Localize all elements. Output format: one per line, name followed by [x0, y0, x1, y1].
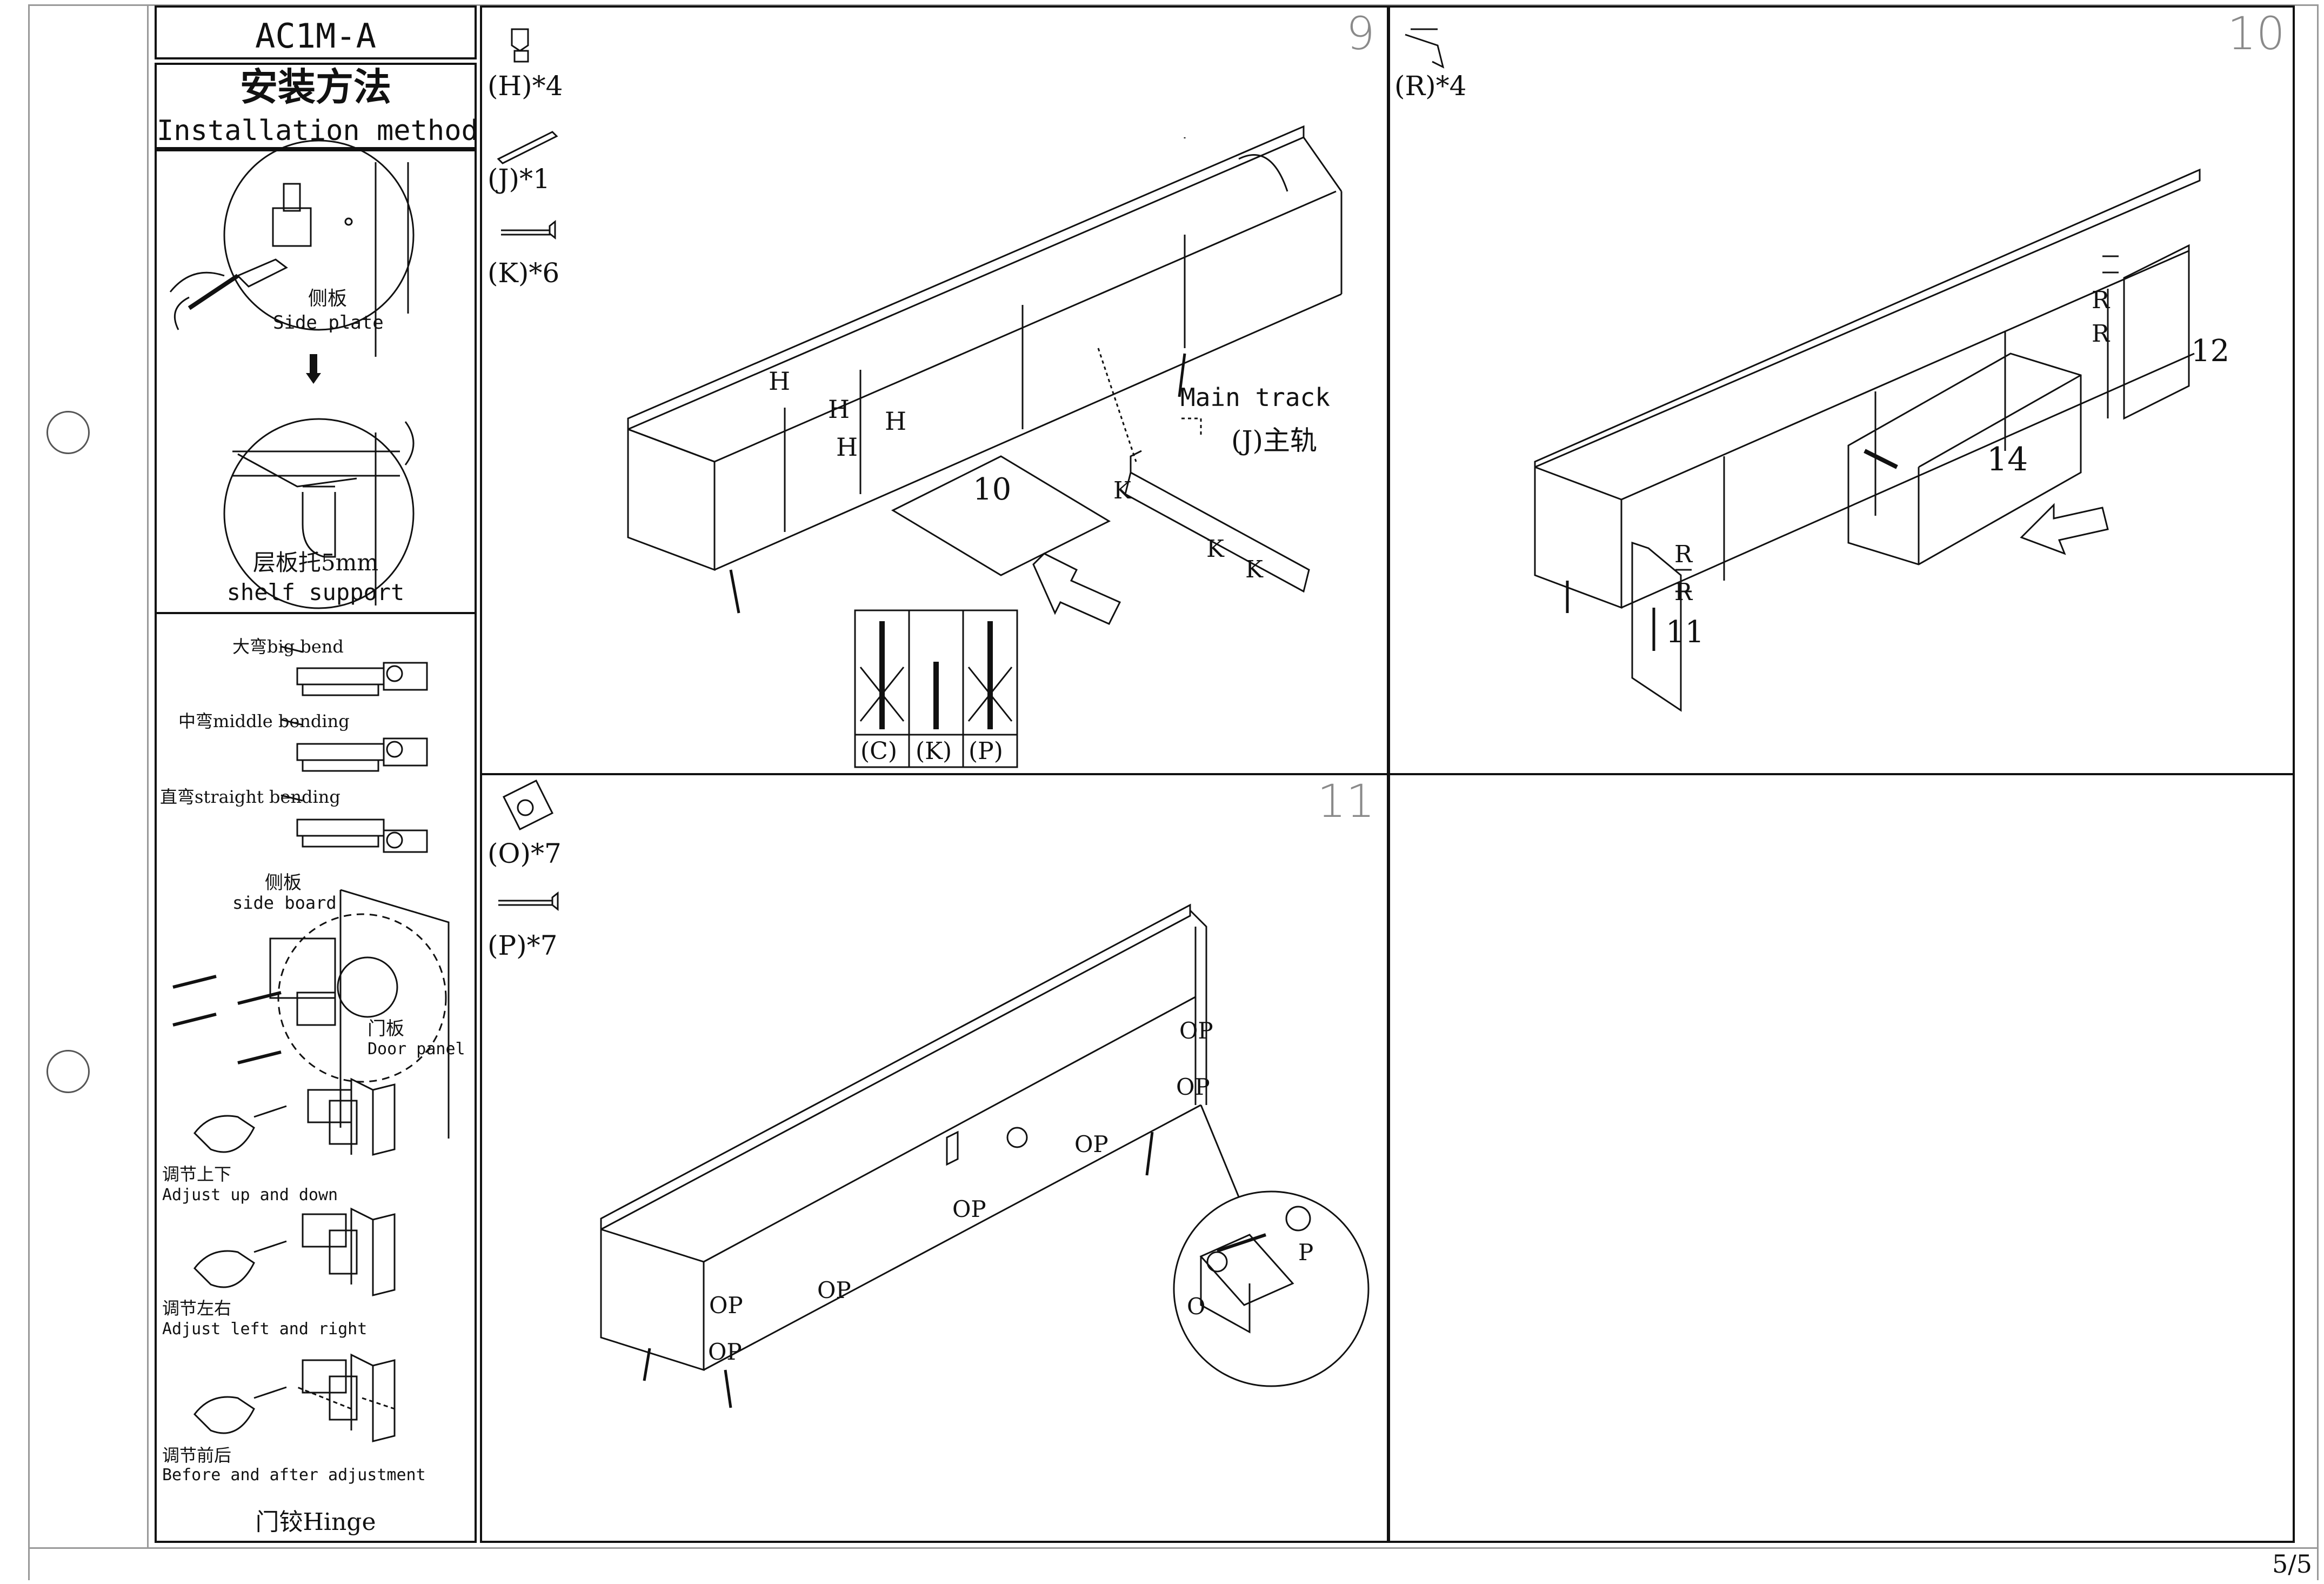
label-op-1: OP: [1179, 1017, 1213, 1044]
label-h-4: H: [836, 432, 858, 462]
model-number: AC1M-A: [255, 16, 376, 56]
screw-p-label: (P): [969, 737, 1003, 765]
hinge-types-illustration: [157, 614, 479, 1545]
label-k-3: K: [1245, 556, 1263, 583]
step-number: 9: [1346, 7, 1375, 60]
page-frame-bottom: [28, 1547, 2319, 1549]
part-j-count: (J)*1: [487, 163, 550, 195]
part-p-count: (P)*7: [487, 930, 558, 961]
label-h-2: H: [828, 395, 850, 424]
adjust-up-down-cn: 调节上下: [162, 1164, 232, 1184]
label-op-2: OP: [1176, 1074, 1210, 1100]
screw-k-label: (K): [916, 737, 952, 765]
step-11-panel: 11 (O)*7 (P)*7 OP OP OP OP OP: [480, 773, 1390, 1543]
empty-panel: [1387, 773, 2295, 1543]
label-h-1: H: [769, 367, 791, 396]
panel-number-10: 10: [973, 472, 1012, 507]
step-11-illustration: [482, 775, 1392, 1545]
side-plate-en: Side plate: [273, 312, 384, 334]
label-k-2: K: [1206, 535, 1224, 563]
hinge-footer: 门铰Hinge: [255, 1508, 376, 1536]
side-board-cn: 侧板: [265, 872, 302, 894]
binder-hole-top: [46, 411, 90, 454]
step-number: 11: [1317, 775, 1375, 828]
binder-hole-bottom: [46, 1050, 90, 1093]
door-number-11: 11: [1666, 615, 1705, 650]
adjust-front-back-cn: 调节前后: [162, 1445, 232, 1466]
label-r-top-2: R: [2092, 320, 2110, 348]
hinge-panel: 大弯big bend 中弯middle bending 直弯straight b…: [155, 612, 477, 1543]
door-number-12: 12: [2191, 334, 2230, 369]
step-10-illustration: [1389, 8, 2297, 777]
straight-bending-label: 直弯straight bending: [160, 787, 340, 807]
adjust-up-down-en: Adjust up and down: [162, 1186, 338, 1204]
label-op-7: OP: [708, 1339, 742, 1365]
door-panel-cn: 门板: [368, 1018, 404, 1040]
part-k-count: (K)*6: [487, 257, 560, 289]
shelf-support-en: shelf support: [226, 579, 405, 605]
label-k-1: K: [1113, 477, 1131, 504]
label-r-bottom-1: R: [1674, 541, 1693, 568]
label-op-6: OP: [709, 1292, 743, 1319]
label-op-4: OP: [952, 1196, 986, 1222]
shelf-support-panel: 侧板 Side plate 层板托5mm shelf support: [155, 149, 477, 614]
label-r-top-1: R: [2092, 287, 2110, 314]
installation-method-box: 安装方法 Installation method: [155, 63, 478, 149]
part-r-count: (R)*4: [1394, 70, 1467, 102]
adjust-left-right-cn: 调节左右: [162, 1298, 232, 1319]
step-10-panel: 10 (R)*4 R R R R 11 12 14: [1387, 5, 2295, 775]
label-op-3: OP: [1074, 1131, 1108, 1157]
adjust-left-right-en: Adjust left and right: [162, 1320, 368, 1339]
adjust-front-back-en: Before and after adjustment: [162, 1466, 426, 1485]
part-o-count: (O)*7: [487, 838, 562, 869]
title-cn: 安装方法: [240, 64, 391, 109]
model-header-box: AC1M-A: [155, 5, 477, 59]
main-track-label: Main track: [1180, 383, 1330, 412]
side-board-en: side board: [232, 893, 337, 913]
step-9-panel: 9 (H)*4 (J)*1 (K)*6: [480, 5, 1390, 775]
binder-margin-line: [147, 4, 149, 1547]
j-main-track-label: (J)主轨: [1231, 425, 1318, 456]
shelf-support-cn: 层板托5mm: [252, 549, 379, 576]
middle-bending-label: 中弯middle bending: [178, 711, 350, 731]
drawer-number-14: 14: [1987, 441, 2028, 478]
detail-label-o: O: [1187, 1293, 1206, 1320]
part-h-count: (H)*4: [487, 70, 563, 102]
label-r-bottom-2: R: [1674, 578, 1693, 606]
big-bend-label: 大弯big bend: [232, 636, 344, 657]
shelf-support-illustration: [157, 151, 479, 616]
screw-c-label: (C): [860, 737, 897, 765]
label-op-5: OP: [817, 1277, 851, 1303]
door-panel-en: Door panel: [368, 1040, 465, 1059]
step-number: 10: [2227, 7, 2285, 60]
detail-label-p: P: [1298, 1239, 1314, 1266]
label-h-3: H: [885, 407, 907, 436]
page-number: 5/5: [2272, 1549, 2312, 1579]
step-9-illustration: [482, 8, 1392, 777]
page-frame: [28, 4, 2319, 1580]
side-plate-cn: 侧板: [308, 288, 348, 310]
